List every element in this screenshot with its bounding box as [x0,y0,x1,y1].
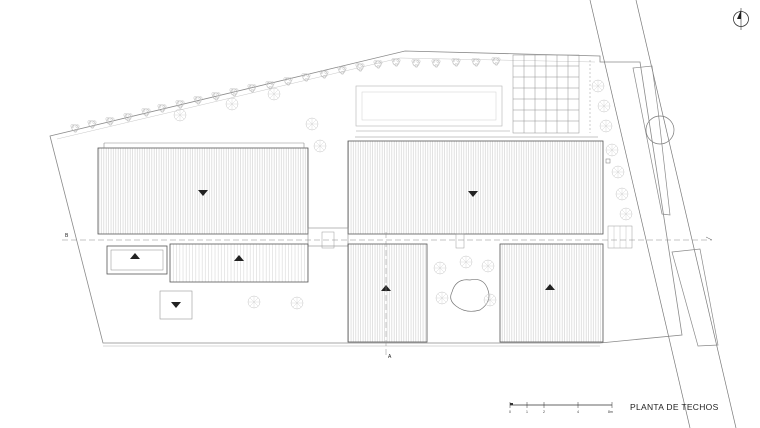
scale-tick-4: 4 [577,410,579,414]
roof-volume-west-strip [169,243,309,283]
scale-tick-1: 1 [526,410,528,414]
street-lines [589,0,737,428]
scale-tick-0: 0 [509,410,511,414]
pergola-grid [512,54,580,134]
slope-arrow-icon [234,255,244,261]
roof-pavilion [159,290,193,320]
north-arrow-icon [733,8,749,30]
roof-volume-south-east [499,243,604,343]
roof-volume-northeast [347,140,604,235]
scale-tick-2: 2 [543,410,545,414]
roundabout [645,115,675,145]
section-marker-b: B [65,233,69,239]
section-marker-a: A [388,354,392,360]
scale-tick-8m: 8m [608,410,613,414]
scale-bar: 0 1 2 4 8m [509,402,613,414]
roof-connector [307,227,349,247]
slope-arrow-icon [545,284,555,290]
site-inner-boundary [56,57,596,140]
slope-arrow-icon [198,190,208,196]
slope-arrow-icon [468,191,478,197]
slope-arrow-icon [171,302,181,308]
pool [355,85,503,127]
roof-volume-south-center [347,243,428,343]
site-boundary [49,50,683,344]
drawing-title: PLANTA DE TECHOS [630,402,719,412]
courtyard-tree [433,255,497,312]
garden-trees [247,295,304,310]
slope-arrow-icon [130,253,140,259]
roof-annex [106,245,168,275]
